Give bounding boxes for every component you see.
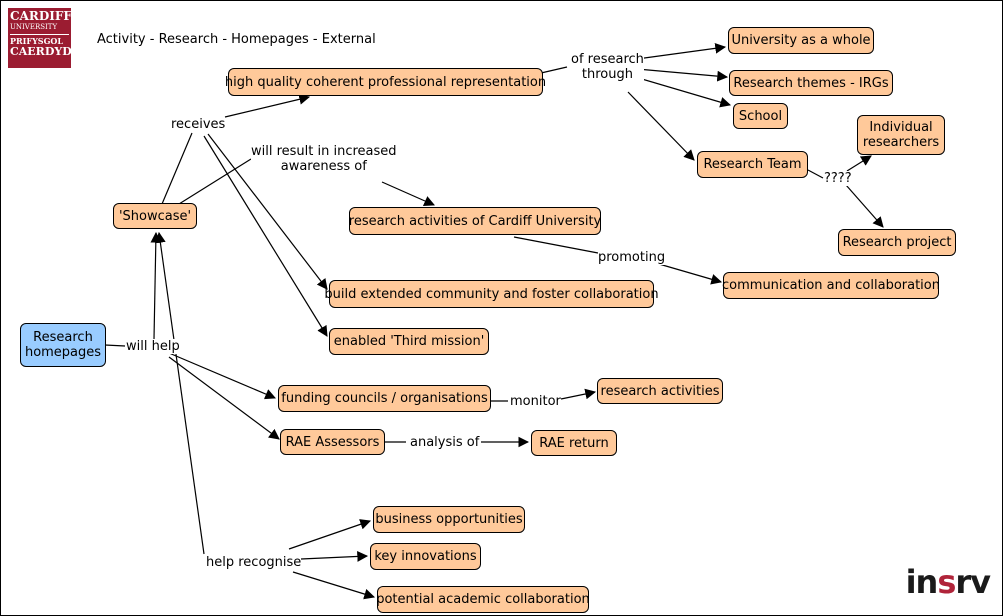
brand-part-2: s [937, 563, 956, 601]
node-rae-return: RAE return [531, 430, 617, 456]
label-receives: receives [171, 117, 226, 132]
brand-part-1: in [905, 563, 939, 601]
edge-showcase-willresult [178, 158, 252, 205]
node-research-team: Research Team [697, 151, 808, 178]
edge-highquality-ofresearch [540, 66, 568, 74]
node-business-opportunities: business opportunities [373, 506, 525, 533]
node-high-quality-representation: high quality coherent professional repre… [225, 68, 546, 96]
label-help-recognise: help recognise [206, 555, 302, 570]
edge-promoting-communication [658, 263, 723, 285]
insrv-logo: insrv [905, 563, 991, 601]
edge-ofresearch-themes [636, 68, 729, 82]
node-potential-collaboration: potential academic collaboration [376, 586, 590, 613]
edge-cardiff-promoting [513, 236, 599, 254]
edge-recognise-business [288, 519, 372, 550]
node-school: School [733, 103, 788, 129]
edge-question-individual [846, 155, 872, 172]
edge-helprecognise-showcase [155, 231, 205, 555]
node-funding-councils: funding councils / organisations [278, 385, 491, 412]
node-key-innovations: key innovations [370, 543, 481, 570]
label-will-result: will result in increased awareness of [251, 144, 397, 174]
logo-line-4: CAERDYD [10, 45, 72, 58]
logo-line-1: CARDIFF [10, 9, 72, 23]
edge-recognise-innovations [300, 551, 369, 562]
edge-question-project [845, 184, 884, 228]
node-research-project: Research project [838, 229, 956, 256]
edge-ofresearch-university [636, 42, 727, 60]
node-communication-collaboration: communication and collaboration [722, 272, 940, 299]
node-rae-assessors: RAE Assessors [280, 429, 385, 455]
edge-willresult-cardiff [381, 181, 435, 207]
cardiff-university-logo: CARDIFF UNIVERSITY PRIFYSGOL CAERDYD [8, 8, 72, 68]
edge-recognise-collab [292, 571, 376, 600]
node-showcase: 'Showcase' [113, 203, 197, 229]
node-research-homepages: Research homepages [20, 323, 106, 367]
diagram-title: Activity - Research - Homepages - Extern… [97, 32, 376, 47]
edge-team-question [807, 169, 824, 179]
label-promoting: promoting [598, 250, 666, 265]
node-build-community: build extended community and foster coll… [324, 280, 659, 308]
edge-receives-highquality [224, 93, 311, 118]
label-of-research-line1: of research [571, 52, 644, 67]
label-of-research: of research through [571, 52, 644, 82]
node-individual-researchers: Individual researchers [857, 115, 945, 155]
edge-willhelp-rae [168, 356, 280, 440]
edge-ofresearch-school [634, 76, 732, 108]
edge-monitor-activities [560, 388, 597, 400]
node-university-whole: University as a whole [728, 27, 874, 54]
logo-line-2: UNIVERSITY [10, 23, 69, 35]
edge-showcase-receives [161, 132, 193, 205]
label-question-marks: ???? [824, 171, 852, 186]
edge-receives-build [207, 133, 328, 290]
node-research-themes: Research themes - IRGs [729, 70, 893, 96]
node-research-activities: research activities [597, 378, 723, 404]
label-will-result-line2: awareness of [280, 159, 367, 174]
label-will-result-line1: will result in increased [251, 144, 397, 159]
edge-homepages-willhelp [104, 344, 126, 347]
edge-receives-third [203, 135, 328, 337]
brand-part-3: rv [955, 563, 991, 601]
label-analysis-of: analysis of [410, 435, 480, 450]
logo-line-3: PRIFYSGOL [10, 36, 63, 46]
label-will-help: will help [126, 339, 180, 354]
edge-ofresearch-team [627, 91, 695, 161]
label-monitor: monitor [510, 394, 561, 409]
edge-willhelp-funding [168, 352, 276, 400]
label-of-research-line2: through [581, 67, 633, 82]
edge-willhelp-showcase [150, 231, 162, 340]
node-research-activities-cardiff: research activities of Cardiff Universit… [349, 207, 601, 235]
node-third-mission: enabled 'Third mission' [329, 328, 489, 355]
